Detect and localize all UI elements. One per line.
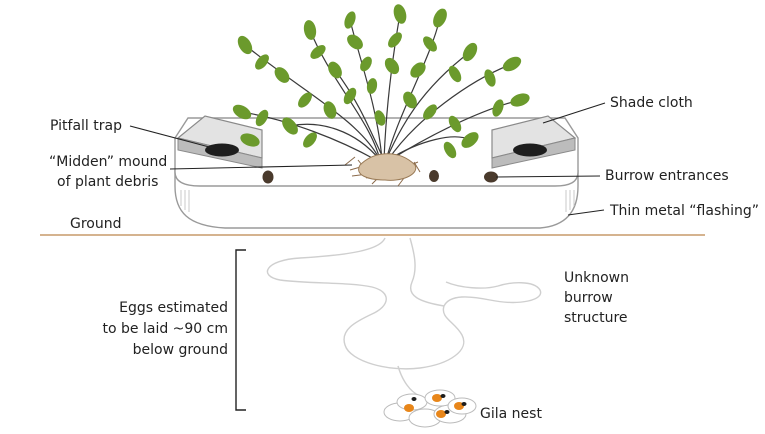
label-gila-nest: Gila nest <box>480 406 542 422</box>
label-unknown-line1: Unknown <box>564 270 629 286</box>
label-midden-line1: “Midden” mound <box>49 154 167 170</box>
plant-leaves <box>232 4 530 159</box>
leader-flashing <box>567 209 605 216</box>
gila-nest <box>383 389 477 428</box>
leader-lines <box>129 102 606 216</box>
label-midden-line2: of plant debris <box>57 174 158 190</box>
burrow-entrance-1 <box>262 170 274 184</box>
pitfall-trap-right <box>513 143 547 157</box>
leader-pitfall-trap <box>129 125 214 149</box>
plant <box>232 4 530 161</box>
label-eggs-line2: to be laid ~90 cm <box>103 321 228 337</box>
burrow-entrance-3 <box>484 171 498 183</box>
label-shade-cloth: Shade cloth <box>610 95 693 111</box>
leader-burrow-entrances <box>495 175 601 178</box>
burrow-entrance-2 <box>429 170 439 182</box>
burrow-structure <box>266 237 542 397</box>
label-eggs-line3: below ground <box>133 342 228 358</box>
label-unknown-line2: burrow <box>564 290 613 306</box>
label-burrow-entrances: Burrow entrances <box>605 168 729 184</box>
pitfall-trap-left <box>205 143 239 157</box>
label-flashing: Thin metal “flashing” <box>609 203 759 219</box>
label-pitfall-trap: Pitfall trap <box>50 118 122 134</box>
label-unknown-line3: structure <box>564 310 628 326</box>
midden-mound <box>344 153 421 187</box>
label-ground: Ground <box>70 216 122 232</box>
leader-midden <box>169 164 353 170</box>
depth-bracket <box>235 249 246 411</box>
label-eggs-line1: Eggs estimated <box>119 300 228 316</box>
leader-shade-cloth <box>542 102 606 124</box>
